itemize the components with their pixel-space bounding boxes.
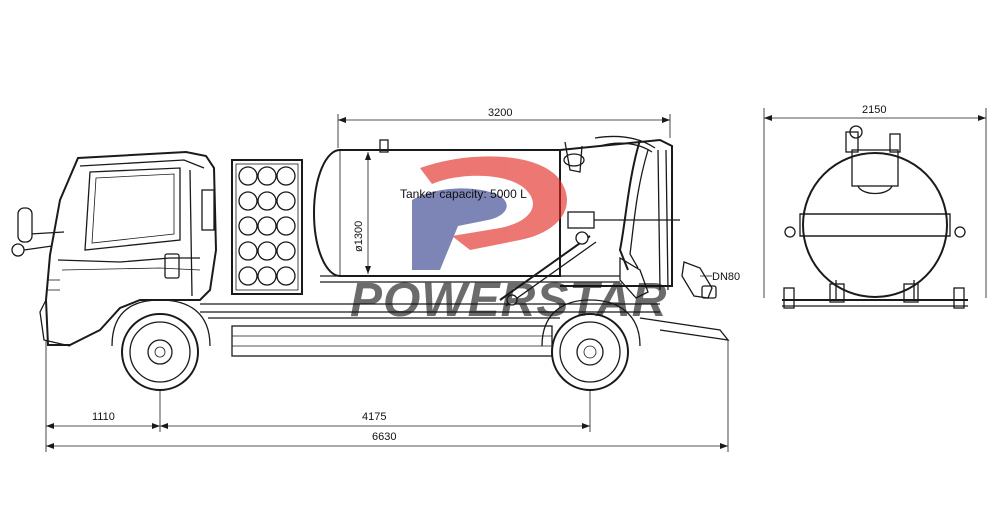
front-wheel [111, 299, 211, 391]
watermark-logo-red [420, 156, 567, 250]
hose-storage-box [231, 159, 303, 295]
storage-circle [238, 241, 258, 261]
storage-circle [276, 266, 296, 286]
rear-pump-assembly [499, 135, 717, 307]
storage-circle [238, 191, 258, 211]
dim-tank-diameter: ø1300 [353, 221, 365, 252]
dim-tank-length: 3200 [488, 107, 512, 119]
outlet-label: DN80 [712, 271, 740, 283]
dim-wheelbase: 4175 [362, 411, 386, 423]
tanker-capacity-label: Tanker capacity: 5000 L [400, 187, 527, 201]
chassis-frame [200, 303, 730, 357]
watermark-logo-blue [412, 188, 507, 270]
storage-circle [257, 166, 277, 186]
storage-circle [238, 266, 258, 286]
powerstar-watermark: POWERSTAR [350, 156, 667, 327]
storage-circle [276, 216, 296, 236]
storage-circle [276, 166, 296, 186]
rear-view [763, 108, 987, 309]
dim-overall-width: 2150 [862, 104, 886, 116]
rear-wheel [541, 299, 641, 391]
storage-circle [257, 191, 277, 211]
side-dimensions [45, 114, 729, 452]
dim-overall-length: 6630 [372, 431, 396, 443]
storage-circle [238, 166, 258, 186]
vacuum-tank [313, 139, 620, 283]
storage-circle [238, 216, 258, 236]
truck-cab [11, 150, 218, 347]
storage-circle [276, 191, 296, 211]
watermark-brand-text: POWERSTAR [350, 274, 667, 327]
dim-front-overhang: 1110 [92, 411, 115, 423]
storage-circle [257, 241, 277, 261]
storage-circle [257, 216, 277, 236]
storage-circle [276, 241, 296, 261]
storage-circle [257, 266, 277, 286]
